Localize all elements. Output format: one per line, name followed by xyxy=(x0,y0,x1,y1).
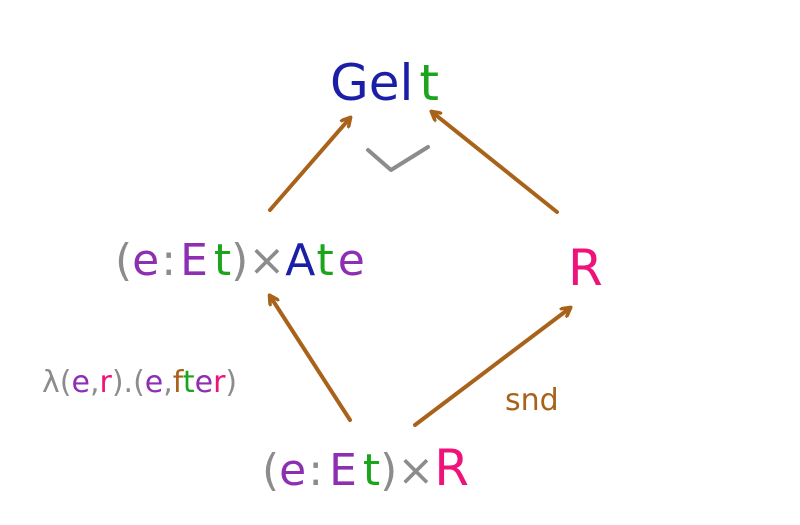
label-lambda-comma2: , xyxy=(163,365,173,400)
node-bottom-t: t xyxy=(363,445,380,496)
node-top-gel: Gel xyxy=(330,54,413,112)
node-left-t: t xyxy=(214,235,231,286)
node-left-e2: e xyxy=(338,235,365,286)
label-lambda-mid: ).( xyxy=(112,365,145,400)
node-bottom-E: E xyxy=(329,445,357,496)
label-lambda-close: ) xyxy=(225,365,237,400)
node-bottom-R: R xyxy=(434,439,469,497)
pullback-corner-mark xyxy=(366,145,430,172)
arrow-right-to-top xyxy=(432,112,559,214)
label-lambda-r2: r xyxy=(213,365,226,400)
arrow-left-to-top xyxy=(268,118,350,212)
label-lambda-e: e xyxy=(71,365,89,400)
label-lambda-e2: e xyxy=(145,365,163,400)
label-lambda-comma: , xyxy=(90,365,100,400)
label-snd: snd xyxy=(505,383,559,418)
node-top-t: t xyxy=(419,54,439,112)
node-bottom-open-paren: ( xyxy=(262,445,279,496)
arrow-bottom-to-right xyxy=(413,308,570,427)
node-left-times: × xyxy=(248,235,285,286)
label-lambda-lam: λ( xyxy=(42,365,71,400)
label-lambda-r: r xyxy=(99,365,112,400)
label-lambda: λ(e,r).(e,fter) xyxy=(42,365,237,400)
node-left-t2: t xyxy=(317,235,334,286)
node-left-A: A xyxy=(285,235,315,286)
label-lambda-f: f xyxy=(173,365,185,400)
node-left-e: e xyxy=(132,235,159,286)
node-left-E: E xyxy=(180,235,208,286)
node-right-R: R xyxy=(568,239,603,297)
node-bottom-e: e xyxy=(279,445,306,496)
node-left-colon: : xyxy=(161,235,176,286)
node-bottom-times: × xyxy=(397,445,434,496)
node-bottom-close-paren: ) xyxy=(380,445,397,496)
label-lambda-e3: e xyxy=(195,365,213,400)
label-lambda-t: t xyxy=(183,365,195,400)
arrow-bottom-to-left xyxy=(270,296,352,422)
node-bottom-colon: : xyxy=(308,445,323,496)
node-left-close-paren: ) xyxy=(231,235,248,286)
node-left-open-paren: ( xyxy=(115,235,132,286)
